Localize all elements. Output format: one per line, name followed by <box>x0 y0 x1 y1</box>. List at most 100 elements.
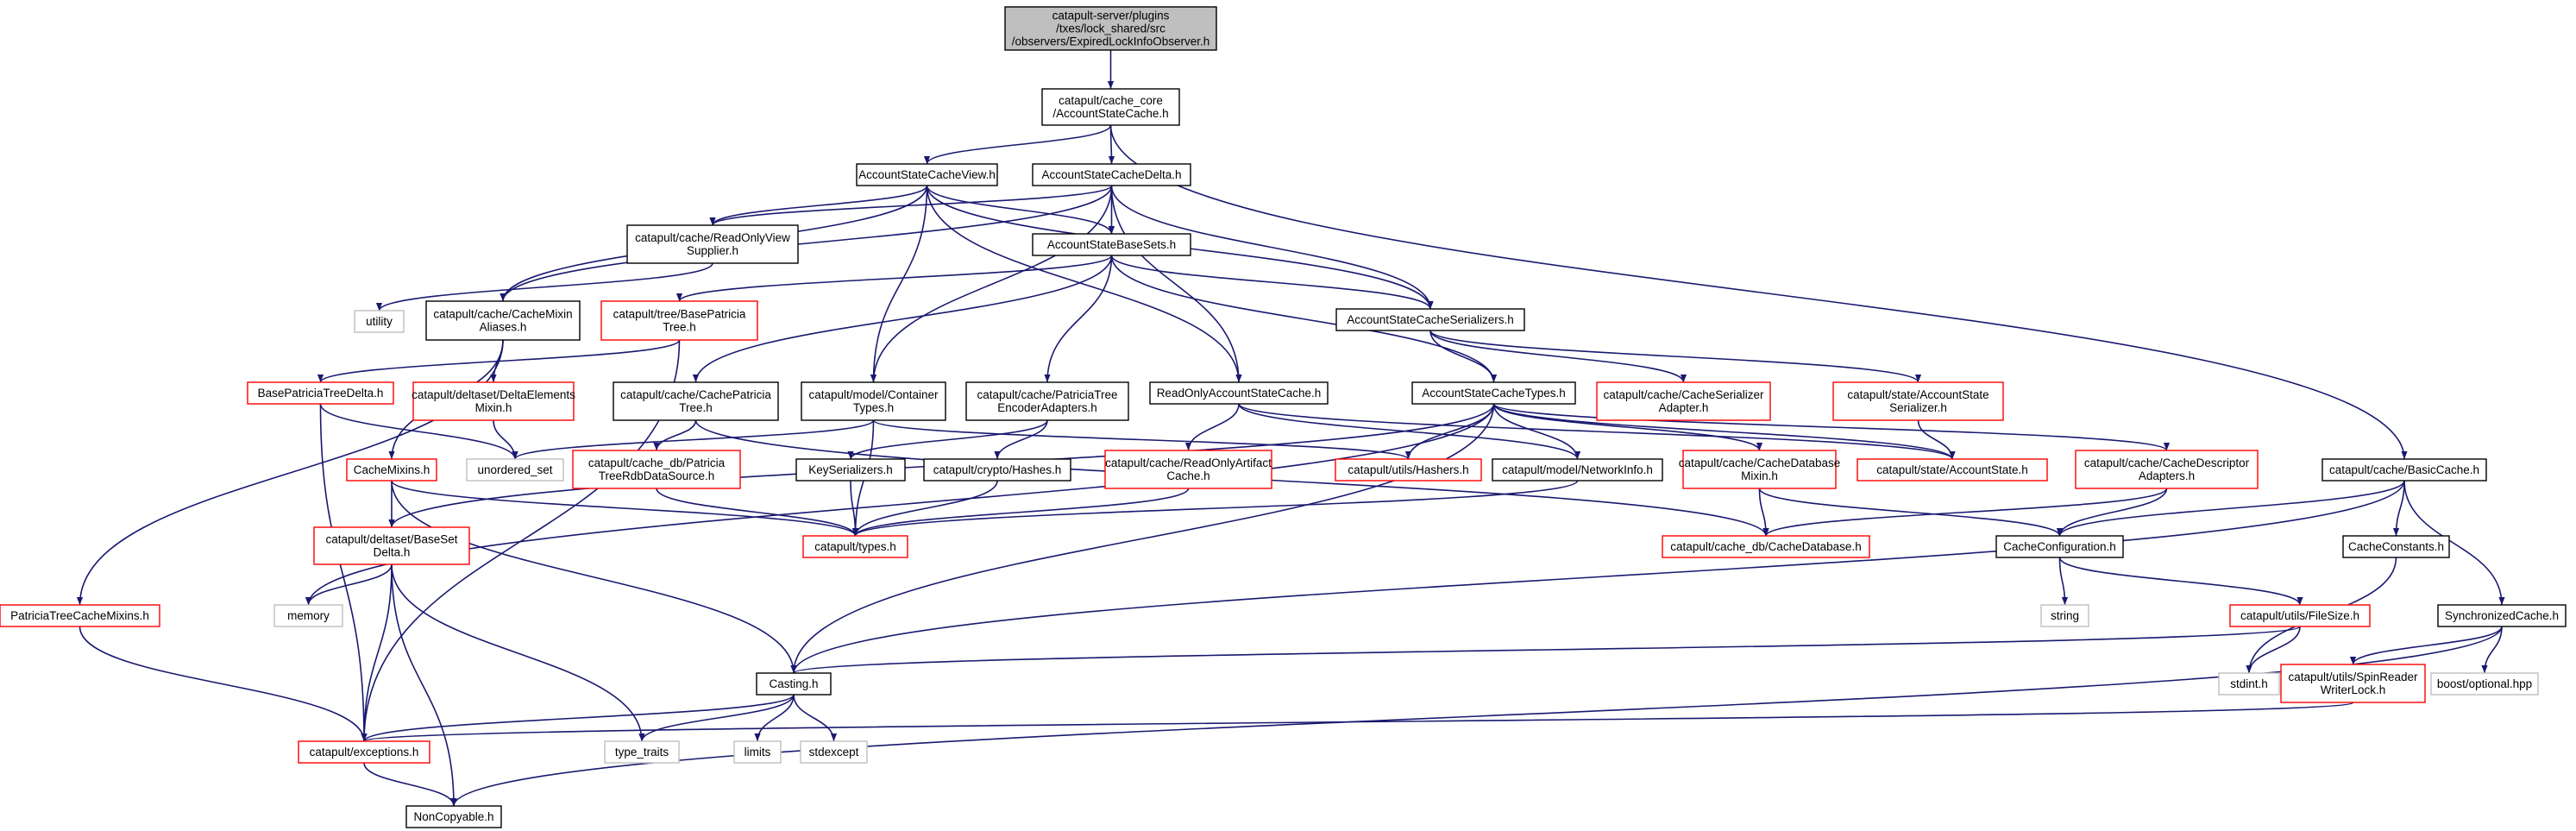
edge-bptdelta-to-unorderedset <box>319 403 518 460</box>
edge-roascache-to-networkinfo <box>1238 403 1580 460</box>
edge-syncedcache-to-boostoptional <box>2481 626 2503 674</box>
node-box <box>856 163 998 186</box>
edge-asdelta-to-serializers <box>1110 185 1434 310</box>
edge-ascache-to-basiccache <box>1109 124 2408 460</box>
node-roascache[interactable]: ReadOnlyAccountStateCache.h <box>1149 381 1329 405</box>
node-box <box>795 458 906 482</box>
node-exceptions[interactable]: catapult/exceptions.h <box>298 740 430 764</box>
node-astypes[interactable]: AccountStateCacheTypes.h <box>1411 381 1576 405</box>
node-treeencoder[interactable]: catapult/cache/PatriciaTreeEncoderAdapte… <box>965 381 1129 421</box>
node-box <box>800 740 868 764</box>
node-box <box>1995 535 2124 558</box>
edge-syncedcache-to-spinreader <box>2349 626 2503 665</box>
node-syncedcache[interactable]: SynchronizedCache.h <box>2437 604 2567 627</box>
node-box <box>1682 450 1837 489</box>
edge-cachemixins-to-types <box>391 480 858 537</box>
node-label: Adapters.h <box>2139 469 2195 482</box>
node-bptdelta[interactable]: BasePatriciaTreeDelta.h <box>247 381 394 405</box>
edge-serializers-to-asserializer <box>1429 330 1921 383</box>
node-stdexcept: stdexcept <box>800 740 868 764</box>
edge-cachepatricia-to-rdbdatasource <box>653 419 697 451</box>
node-box <box>0 604 160 627</box>
node-accountstate[interactable]: catapult/state/AccountState.h <box>1857 458 2048 482</box>
node-label: stdexcept <box>809 746 859 759</box>
node-label: catapult/utils/SpinReader <box>2288 670 2418 683</box>
node-label: catapult/state/AccountState.h <box>1876 463 2028 476</box>
node-cacheconfig[interactable]: CacheConfiguration.h <box>1995 535 2124 558</box>
node-label: catapult/state/AccountState <box>1847 388 1989 401</box>
node-label: catapult-server/plugins <box>1052 9 1170 22</box>
node-serializers[interactable]: AccountStateCacheSerializers.h <box>1335 308 1525 331</box>
edge-roartifact-to-types <box>852 488 1190 537</box>
node-label: catapult/utils/FileSize.h <box>2240 609 2359 622</box>
node-label: PatriciaTreeCacheMixins.h <box>10 609 149 622</box>
node-cacheconstants[interactable]: CacheConstants.h <box>2342 535 2450 558</box>
node-label: memory <box>287 609 330 622</box>
node-label: type_traits <box>615 746 669 759</box>
node-label: catapult/deltaset/DeltaElements <box>412 388 575 401</box>
node-hashes[interactable]: catapult/crypto/Hashes.h <box>923 458 1071 482</box>
node-label: Cache.h <box>1166 469 1209 482</box>
node-box <box>2342 535 2450 558</box>
node-cachemixins[interactable]: CacheMixins.h <box>346 458 437 482</box>
edge-asdelta-to-containertypes <box>870 185 1113 383</box>
node-box <box>405 805 502 828</box>
node-box <box>613 381 779 421</box>
node-box <box>1032 163 1191 186</box>
edge-cachedbmixin-to-cacheconfig <box>1758 488 2063 537</box>
node-hashers[interactable]: catapult/utils/Hashers.h <box>1335 458 1482 482</box>
node-casting[interactable]: Casting.h <box>756 672 832 696</box>
node-basiccache[interactable]: catapult/cache/BasicCache.h <box>2322 458 2487 482</box>
node-ptcachemixins[interactable]: PatriciaTreeCacheMixins.h <box>0 604 160 627</box>
node-label: Casting.h <box>769 677 818 690</box>
node-types[interactable]: catapult/types.h <box>802 535 908 558</box>
node-basepatricia[interactable]: catapult/tree/BasePatriciaTree.h <box>600 300 758 341</box>
node-noncopyable[interactable]: NonCopyable.h <box>405 805 502 828</box>
node-networkinfo[interactable]: catapult/model/NetworkInfo.h <box>1492 458 1663 482</box>
node-label: catapult/exceptions.h <box>310 746 419 759</box>
node-asview[interactable]: AccountStateCacheView.h <box>856 163 998 186</box>
node-label: string <box>2051 609 2079 622</box>
node-label: catapult/cache_core <box>1059 94 1163 107</box>
edge-basesetdelta-to-exceptions <box>361 563 393 742</box>
node-label: catapult/cache/ReadOnlyArtifact <box>1105 456 1272 469</box>
edge-networkinfo-to-types <box>852 480 1579 537</box>
node-box <box>1411 381 1576 405</box>
node-string: string <box>2040 604 2089 627</box>
edge-readonlyview-to-utility <box>376 262 713 312</box>
node-box <box>2075 450 2259 489</box>
edge-casting-to-stdexcept <box>793 694 838 742</box>
node-keyserializers[interactable]: KeySerializers.h <box>795 458 906 482</box>
edge-astypes-to-networkinfo <box>1492 403 1581 460</box>
node-box <box>354 310 405 333</box>
node-utility: utility <box>354 310 405 333</box>
node-cachedatabase[interactable]: catapult/cache_db/CacheDatabase.h <box>1662 535 1870 558</box>
node-label: Mixin.h <box>1741 469 1778 482</box>
edge-spinreader-to-exceptions <box>361 702 2354 742</box>
node-label: Aliases.h <box>480 321 527 334</box>
node-box <box>2322 458 2487 482</box>
node-box <box>247 381 394 405</box>
node-basesets[interactable]: AccountStateBaseSets.h <box>1032 233 1191 256</box>
edge-cacheconfig-to-filesize <box>2058 557 2303 606</box>
node-asdelta[interactable]: AccountStateCacheDelta.h <box>1032 163 1191 186</box>
edge-filesize-to-stdint <box>2246 626 2301 674</box>
node-ascache[interactable]: catapult/cache_core/AccountStateCache.h <box>1041 88 1180 126</box>
node-box <box>412 381 575 421</box>
edge-mixinaliases-to-ptcachemixins <box>76 339 504 606</box>
node-filesize[interactable]: catapult/utils/FileSize.h <box>2229 604 2371 627</box>
node-rdbdatasource[interactable]: catapult/cache_db/PatriciaTreeRdbDataSou… <box>572 450 741 489</box>
node-label: Types.h <box>853 401 894 414</box>
